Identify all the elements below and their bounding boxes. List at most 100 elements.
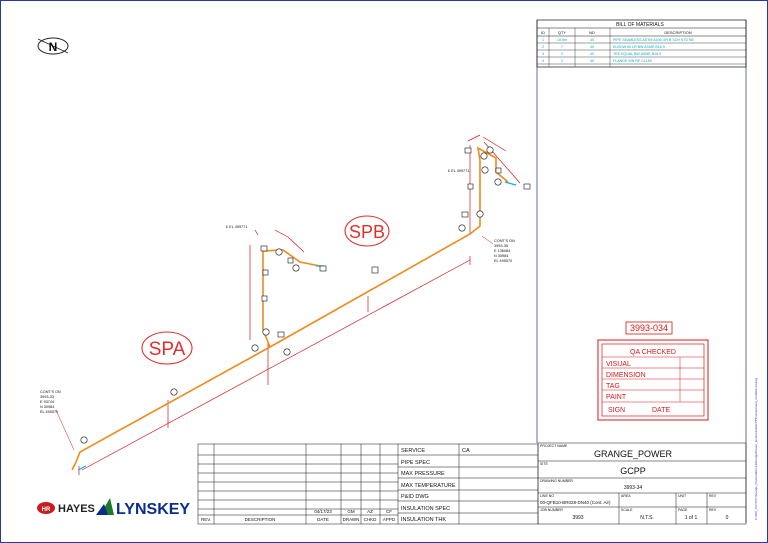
date-header: DATE [317, 517, 329, 522]
page-label: PAGE [678, 508, 688, 512]
qa-stamp: 3993-034 QA CHECKED VISUAL DIMENSION TAG… [597, 321, 709, 421]
spec-label: SERVICE [401, 448, 425, 454]
dimension-lines [78, 134, 521, 475]
pipe-route [71, 146, 509, 471]
north-label: N [49, 40, 58, 54]
bom-cell: 10.5m [557, 38, 567, 42]
svg-text:SPA: SPA [149, 339, 186, 360]
pipe-annotations: £ EL 499771 £ EL 499771 CONT'S ON 3993-3… [40, 169, 515, 414]
site-name: GCPP [620, 466, 646, 476]
qa-date: DATE [652, 407, 670, 414]
bom-cell: FLANGE WN RF CL150 [613, 59, 652, 63]
bom-cell: 2 [561, 52, 563, 56]
pipe-connections [77, 181, 517, 471]
revision-drawn: GM [347, 509, 355, 514]
spec-label: MAX TEMPERATURE [401, 483, 456, 489]
title-block-values: GRANGE_POWER GCPP 3993-34 00-QFB10-BR028… [540, 449, 729, 521]
bom-cell: ELBOW 90 LR BW ASME B16.9 [613, 45, 665, 49]
elevation-callout-2: £ EL 499771 [448, 169, 469, 173]
rev-label: REV [709, 494, 717, 498]
spec-label: P&ID DWG [401, 494, 429, 500]
bom-cell: 40 [590, 59, 594, 63]
spool-label-spb: SPB [344, 215, 390, 247]
qa-sign: SIGN [608, 407, 625, 414]
bom-cell: 4 [542, 59, 544, 63]
spec-table: SERVICE CA PIPE SPEC MAX PRESSURE MAX TE… [401, 448, 470, 523]
job-number: 3993 [572, 515, 583, 521]
area-label: AREA [621, 494, 631, 498]
bom-table: BILL OF MATERIALS ID QTY ND DESCRIPTION … [536, 19, 747, 68]
description-header: DESCRIPTION [245, 517, 276, 522]
title-block-labels: PROJECT NAME SITE DRAWING NUMBER LINE NO… [540, 444, 717, 512]
qa-item-visual: VISUAL [606, 361, 631, 368]
rev-header: REV. [201, 517, 211, 522]
component-markers [80, 146, 531, 444]
line-number: 00-QFB10-BR028-DN40 (Cont. Air) [540, 500, 611, 505]
project-name: GRANGE_POWER [594, 449, 673, 459]
page-value: 1 of 1 [685, 515, 698, 521]
lynskey-logo: LYNSKEY [96, 498, 190, 518]
conts-left-line: CONT'S ON [40, 390, 61, 394]
bom-cell: 40 [590, 52, 594, 56]
revision-chkd: AZ [367, 509, 373, 514]
conts-left-line: N 30984 [40, 405, 54, 409]
drawing-label: DRAWING NUMBER [540, 479, 573, 483]
conts-right-line: E 136084 [494, 249, 510, 253]
revision-appd: CF [386, 509, 392, 514]
north-arrow-icon: N [37, 37, 69, 55]
bom-cell: 7 [561, 45, 563, 49]
bom-header: DESCRIPTION [664, 30, 691, 35]
qa-reference: 3993-034 [630, 323, 668, 333]
bom-cell: 2 [542, 45, 544, 49]
bom-cell: 40 [590, 45, 594, 49]
bom-cell: 2 [561, 59, 563, 63]
spec-label: INSULATION THK [401, 517, 446, 523]
drawn-header: DRAWN [343, 517, 360, 522]
bom-header: QTY [558, 30, 567, 35]
conts-left-line: 3993-33 [40, 395, 54, 399]
rev-value: 0 [726, 515, 729, 521]
spool-label-spa: SPA [141, 331, 193, 365]
hayes-logo: HR HAYES [37, 502, 95, 515]
drawing-number: 3993-34 [624, 485, 643, 491]
lynskey-logo-text: LYNSKEY [116, 501, 190, 518]
qa-item-dimension: DIMENSION [606, 372, 646, 379]
conts-left-line: E 93744 [40, 400, 54, 404]
bom-cell: PIPE SEAMLESS ASTM A106 GR B SCH STD BE [613, 38, 694, 42]
conts-right-line: N 30984 [494, 254, 508, 258]
spec-label: INSULATION SPEC [401, 506, 450, 512]
conts-right-line: CONT'S ON [494, 239, 515, 243]
conts-right-line: 3993-35 [494, 244, 508, 248]
unit-label: UNIT [678, 494, 687, 498]
chkd-header: CHKD [364, 517, 378, 522]
spec-label: PIPE SPEC [401, 460, 430, 466]
scale-value: N.T.S. [640, 515, 654, 521]
bom-title: BILL OF MATERIALS [616, 22, 664, 28]
conts-left-line: EL 495570 [40, 410, 58, 414]
revision-date: 04/17/23 [314, 509, 332, 514]
line-label: LINE NO [540, 494, 554, 498]
bom-cell: TEE EQUAL BW ASME B16.9 [613, 52, 661, 56]
bom-cell: 1 [542, 38, 544, 42]
file-path: C:\ISO_OUTPUT\Grange_Power\3993-34\Grang… [754, 378, 758, 520]
hayes-logo-text: HAYES [58, 503, 95, 515]
bom-cell: 40 [590, 38, 594, 42]
job-label: JOB NUMBER [540, 508, 563, 512]
bom-cell: 3 [542, 52, 544, 56]
spec-value: CA [462, 448, 470, 454]
spec-label: MAX PRESSURE [401, 471, 445, 477]
qa-item-tag: TAG [606, 383, 620, 390]
revision-text: 04/17/23 GM AZ CF REV. DESCRIPTION DATE … [201, 509, 396, 522]
qa-title: QA CHECKED [630, 349, 676, 356]
appd-header: APPD [383, 517, 396, 522]
svg-text:HR: HR [42, 507, 51, 513]
project-label: PROJECT NAME [540, 444, 568, 448]
bom-header: ID [541, 30, 545, 35]
site-label: SITE [540, 462, 548, 466]
bom-header: ND [589, 30, 595, 35]
elevation-callout-1: £ EL 499771 [226, 225, 247, 229]
scale-label: SCALE [621, 508, 633, 512]
conts-right-line: EL 495570 [494, 259, 512, 263]
qa-item-paint: PAINT [606, 394, 627, 401]
